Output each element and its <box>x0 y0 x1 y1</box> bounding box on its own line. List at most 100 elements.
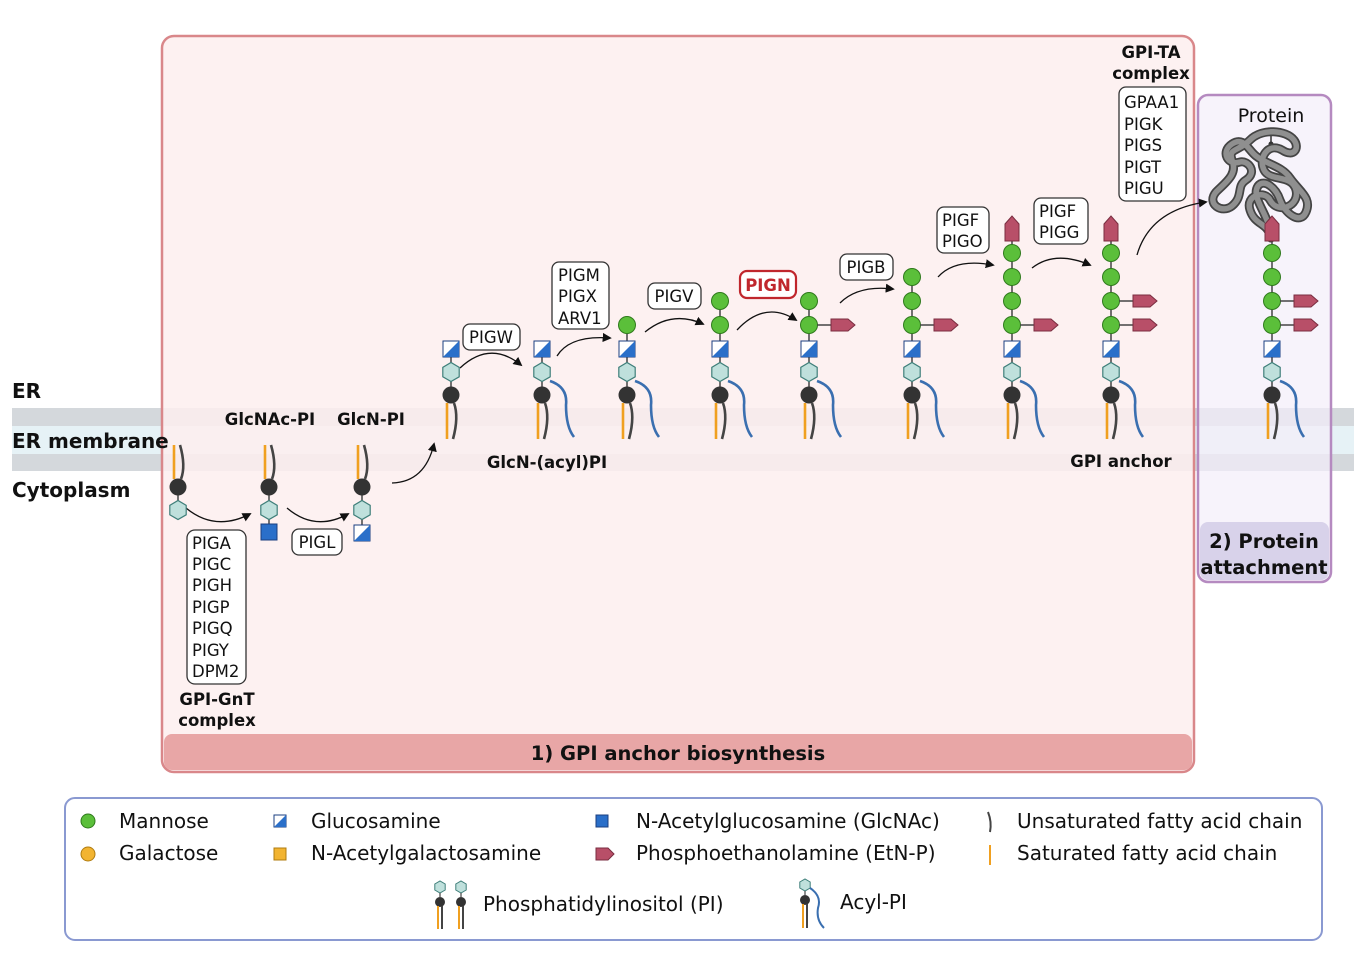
glucosamine-fill <box>534 341 550 357</box>
glucosamine-fill <box>354 525 370 541</box>
unsaturated-chain <box>269 444 276 480</box>
enzyme-box-pigw: PIGW <box>462 323 521 351</box>
enzyme-piga: PIGA <box>192 534 232 553</box>
molecule-stage-6 <box>903 268 959 440</box>
enzyme-pigm: PIGM <box>558 266 600 285</box>
galnac-icon <box>273 847 287 861</box>
reaction-arrows <box>185 198 1208 523</box>
etnp-pentagon <box>1293 318 1319 332</box>
enzyme-box-gpi-ta: GPAA1 PIGK PIGS PIGT PIGU <box>1118 86 1187 202</box>
inositol <box>800 361 818 383</box>
molecule-pi <box>169 444 187 521</box>
phosphate <box>1102 386 1120 404</box>
mannose-circle <box>1263 268 1281 286</box>
label-glcn-pi: GlcN-PI <box>337 410 405 429</box>
unsaturated-chain <box>178 444 185 480</box>
enzyme-pigc: PIGC <box>192 555 231 574</box>
glucosamine-icon-fill <box>274 815 286 827</box>
enzyme-pigb: PIGB <box>847 258 886 277</box>
region-er-membrane: ER membrane <box>12 429 169 453</box>
enzyme-box-pign: PIGN <box>738 269 798 300</box>
acyl-pi-icon-inositol <box>799 878 811 892</box>
etnp-pentagon <box>1103 215 1119 242</box>
unsaturated-chain <box>1012 402 1019 440</box>
unsaturated-chain <box>362 444 369 480</box>
phosphate <box>533 386 551 404</box>
glucosamine-fill <box>443 341 459 357</box>
molecule-stage-9 <box>1263 215 1319 440</box>
enzyme-pigv: PIGV <box>655 287 695 306</box>
molecule-layer <box>169 215 1319 542</box>
gpi-gnt-label-2: complex <box>178 711 256 730</box>
glcnac-square <box>260 523 278 541</box>
molecule-stage-3 <box>618 316 661 440</box>
phosphate <box>1003 386 1021 404</box>
enzyme-pigh: PIGH <box>192 576 232 595</box>
etnp-pentagon <box>933 318 959 332</box>
enzyme-box-pigf-pigo: PIGF PIGO <box>936 206 990 254</box>
arrow-9 <box>937 259 995 278</box>
glucosamine-fill <box>712 341 728 357</box>
unsaturated-chain <box>912 402 919 440</box>
attachment-title-line1: 2) Protein <box>1209 530 1319 553</box>
glucosamine-fill <box>1103 341 1119 357</box>
mannose-circle <box>903 316 921 334</box>
enzyme-pigx: PIGX <box>558 287 597 306</box>
legend-icons <box>80 811 992 929</box>
legend-glucosamine: Glucosamine <box>311 809 441 833</box>
label-gpi-anchor: GPI anchor <box>1070 452 1172 471</box>
label-glcn-acyl-pi: GlcN-(acyl)PI <box>487 453 607 472</box>
enzyme-dpm2: DPM2 <box>192 662 239 681</box>
pi-icon-inositol-1 <box>434 880 446 894</box>
acyl-chain <box>1118 379 1145 438</box>
region-cytoplasm: Cytoplasm <box>12 478 130 502</box>
unsaturated-chain <box>1111 402 1118 440</box>
attachment-title-line2: attachment <box>1200 556 1327 579</box>
phosphate <box>711 386 729 404</box>
legend-saturated: Saturated fatty acid chain <box>1017 841 1277 865</box>
mannose-circle <box>1003 316 1021 334</box>
unsaturated-chain <box>1272 402 1279 440</box>
mannose-circle <box>1102 292 1120 310</box>
inositol <box>1263 361 1281 383</box>
etnp-pentagon <box>1132 318 1158 332</box>
mannose-circle <box>1263 292 1281 310</box>
enzyme-pigp: PIGP <box>192 598 230 617</box>
molecule-stage-2 <box>533 340 576 440</box>
legend-pi: Phosphatidylinositol (PI) <box>483 892 724 916</box>
etnp-pentagon <box>1004 215 1020 242</box>
enzyme-pigf-2: PIGF <box>1039 202 1076 221</box>
gpi-ta-label-2: complex <box>1112 64 1190 83</box>
arrow-8 <box>839 283 895 304</box>
label-protein: Protein <box>1238 105 1305 127</box>
inositol <box>1003 361 1021 383</box>
unsaturated-chain <box>542 402 549 440</box>
molecule-glcn-pi <box>353 444 371 542</box>
inositol <box>442 361 460 383</box>
mannose-icon <box>80 813 96 829</box>
enzyme-pigu: PIGU <box>1124 179 1164 198</box>
molecule-stage-1 <box>442 340 460 440</box>
molecule-stage-5 <box>800 292 856 440</box>
enzyme-box-pigm-group: PIGM PIGX ARV1 <box>551 261 610 330</box>
glucosamine-fill <box>904 341 920 357</box>
biosynthesis-box: 1) GPI anchor biosynthesis <box>160 34 1196 774</box>
mannose-circle <box>1102 268 1120 286</box>
enzyme-pigk: PIGK <box>1124 115 1164 134</box>
pi-icon-inositol-2 <box>455 880 467 894</box>
phosphate <box>618 386 636 404</box>
arrow-10 <box>1031 257 1092 269</box>
legend-galactose: Galactose <box>119 841 218 865</box>
acyl-chain <box>1279 379 1306 438</box>
mannose-circle <box>1102 316 1120 334</box>
molecule-stage-4 <box>711 292 754 440</box>
enzyme-box-gnt: PIGA PIGC PIGH PIGP PIGQ PIGY DPM2 <box>186 529 247 685</box>
mannose-circle <box>1003 268 1021 286</box>
mannose-circle <box>711 316 729 334</box>
unsaturated-chain-icon <box>987 811 992 833</box>
label-glcnac-pi: GlcNAc-PI <box>225 410 315 429</box>
legend: Mannose Galactose Glucosamine N-Acetylga… <box>64 797 1323 941</box>
enzyme-arv1: ARV1 <box>558 309 602 328</box>
pi-icon-phosphate-2 <box>456 897 466 907</box>
